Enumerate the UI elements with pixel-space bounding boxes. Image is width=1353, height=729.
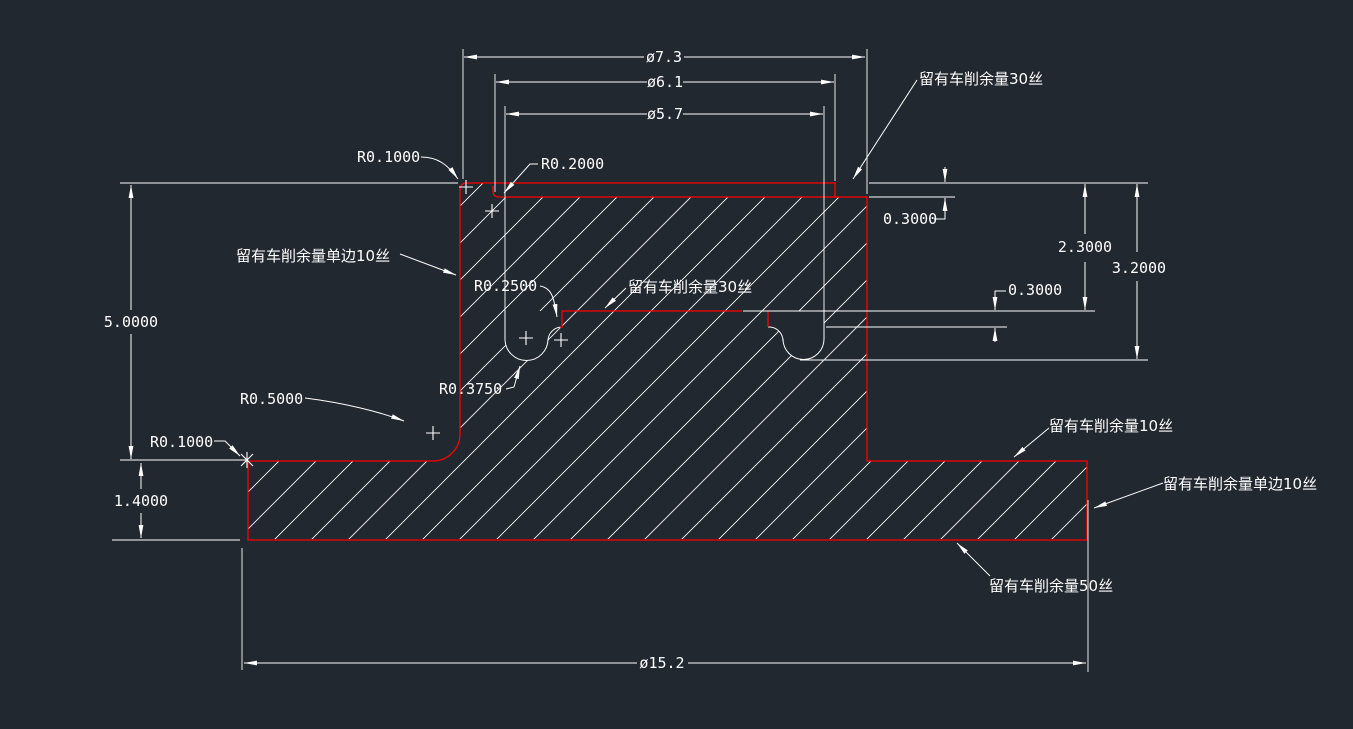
dim-dia-15-2: ø15.2 [639, 654, 684, 672]
radius-top-corner: R0.1000 [357, 148, 420, 166]
annotation-upper-side-allowance: 留有车削余量单边10丝 [236, 247, 390, 265]
dim-groove-depth: 3.2000 [1112, 259, 1166, 277]
dim-upper-depth: 2.3000 [1058, 238, 1112, 256]
dim-total-height: 5.0000 [104, 313, 158, 331]
leader-r0500 [304, 397, 405, 422]
center-marks [240, 180, 568, 468]
section-hatching [248, 183, 1087, 539]
annotation-bottom-face-allowance: 留有车削余量50丝 [989, 577, 1113, 595]
leader-flange-side-allowance [1093, 482, 1164, 509]
annotation-flange-top-allowance: 留有车削余量10丝 [1049, 417, 1173, 435]
leader-r0200 [503, 163, 538, 194]
dim-top-recess-depth: 0.3000 [883, 210, 937, 228]
right-groove-profile [768, 311, 825, 360]
leader-top-allowance [852, 79, 918, 180]
leader-left-allowance [399, 253, 457, 276]
dim-dia-7-3: ø7.3 [646, 48, 682, 66]
leader-r0100-bottom [214, 440, 241, 457]
radius-base-corner: R0.1000 [150, 433, 213, 451]
annotation-flange-side-allowance: 留有车削余量单边10丝 [1163, 475, 1317, 493]
radius-groove-bottom: R0.3750 [439, 380, 502, 398]
radius-top-recess-fillet: R0.2000 [541, 155, 604, 173]
mid-step-profile [560, 310, 742, 328]
right-groove-cutout [768, 311, 824, 360]
left-groove-cutout [505, 311, 562, 361]
dimension-lines [128, 54, 1140, 666]
leader-flange-top-allowance [1013, 427, 1050, 458]
labels: ø7.3 ø6.1 ø5.7 ø15.2 5.0000 1.4000 0.300… [104, 48, 1317, 672]
outer-profile [247, 182, 1088, 541]
dim-step-depth: 0.3000 [1008, 281, 1062, 299]
radius-step-fillet: R0.2500 [474, 277, 537, 295]
dim-base-height: 1.4000 [114, 492, 168, 510]
annotation-mid-face-allowance: 留有车削余量30丝 [628, 278, 752, 296]
top-recess-profile [492, 186, 840, 198]
leader-r0250 [539, 285, 558, 318]
extension-lines [112, 49, 1148, 672]
groove-profiles [504, 311, 825, 361]
dim-dia-6-1: ø6.1 [647, 73, 683, 91]
dim-dia-5-7: ø5.7 [647, 105, 683, 123]
leader-lines [214, 79, 1164, 577]
annotation-top-face-allowance: 留有车削余量30丝 [919, 70, 1043, 88]
leader-r0100-top [420, 156, 459, 180]
leader-bottom-allowance [956, 542, 991, 577]
leader-r0375 [505, 365, 521, 390]
part-profile [247, 182, 1088, 541]
left-groove-profile [504, 311, 562, 361]
radius-root-fillet: R0.5000 [240, 390, 303, 408]
leader-mid-allowance [604, 287, 627, 309]
